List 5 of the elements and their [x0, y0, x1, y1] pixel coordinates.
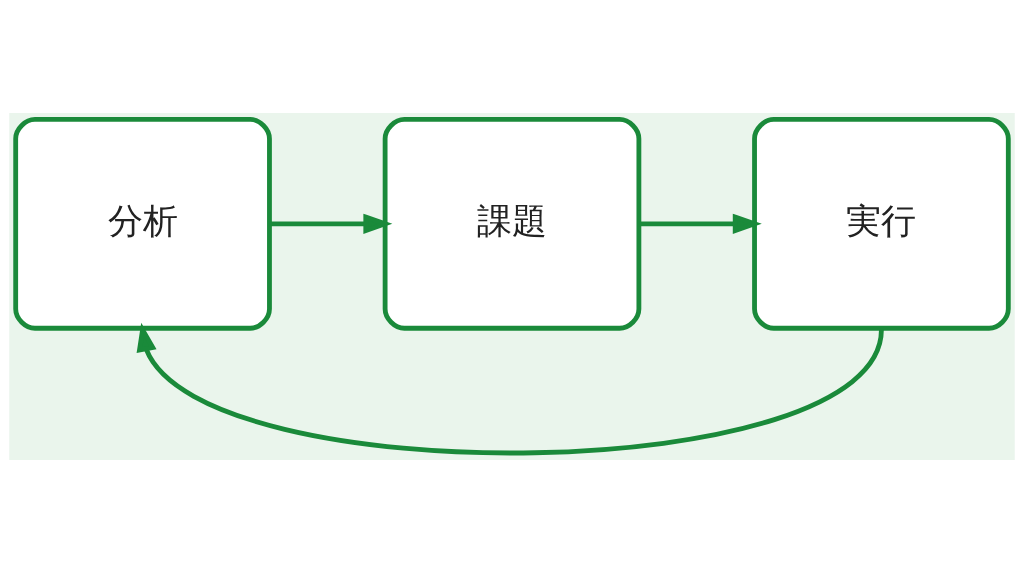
node-box: 課題 — [382, 116, 642, 331]
node-box: 分析 — [13, 116, 272, 331]
arrow — [639, 213, 762, 234]
node-box: 実行 — [752, 116, 1011, 331]
arrow — [269, 213, 393, 234]
